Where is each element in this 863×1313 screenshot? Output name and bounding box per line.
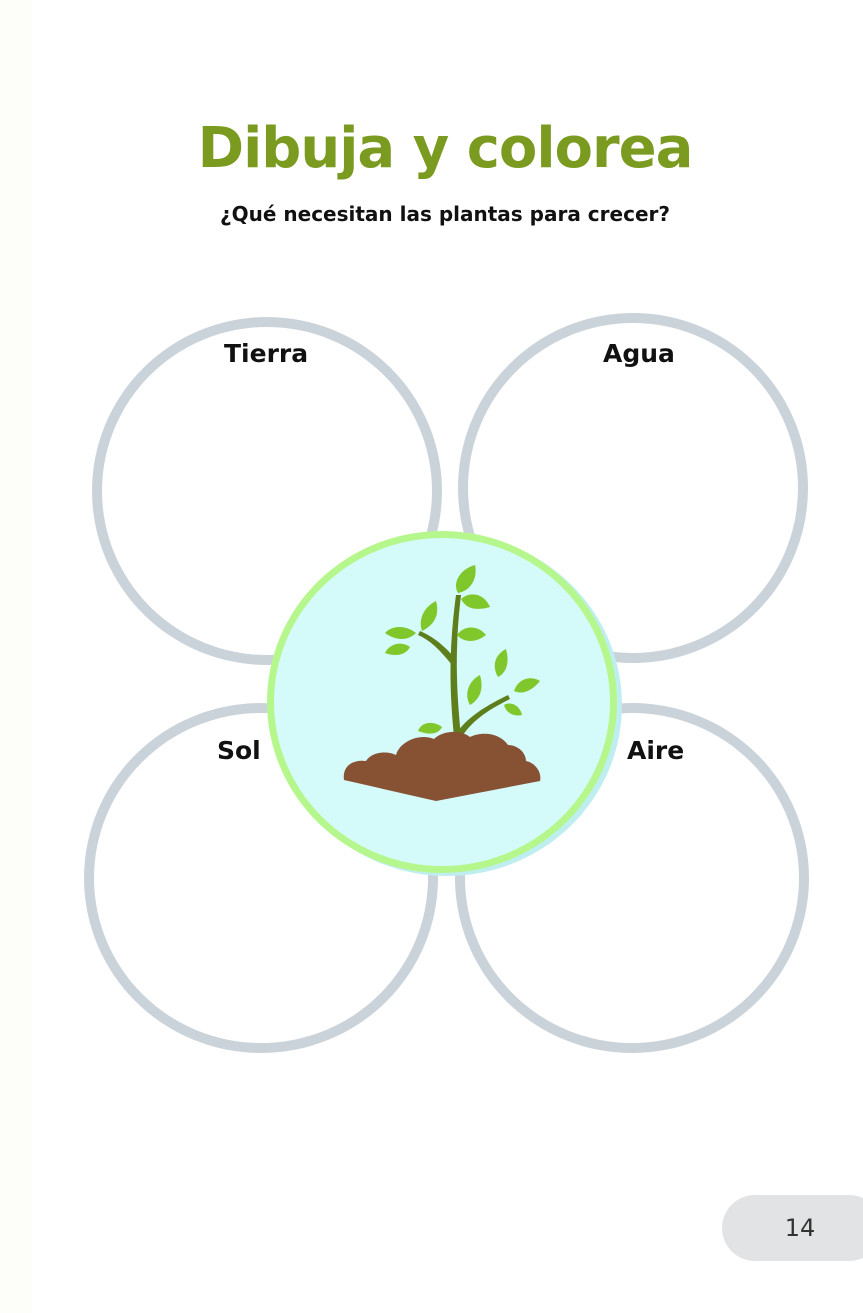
seedling-in-soil-icon	[330, 555, 550, 810]
soil-mound	[344, 732, 541, 801]
label-sol: Sol	[217, 736, 261, 765]
label-tierra: Tierra	[224, 339, 308, 368]
page-edge	[0, 0, 32, 1313]
page-number: 14	[722, 1195, 863, 1261]
label-aire: Aire	[627, 736, 684, 765]
page-title: Dibuja y colorea	[0, 116, 863, 181]
leaves	[385, 565, 540, 734]
page-subtitle: ¿Qué necesitan las plantas para crecer?	[0, 202, 863, 226]
label-agua: Agua	[603, 339, 675, 368]
